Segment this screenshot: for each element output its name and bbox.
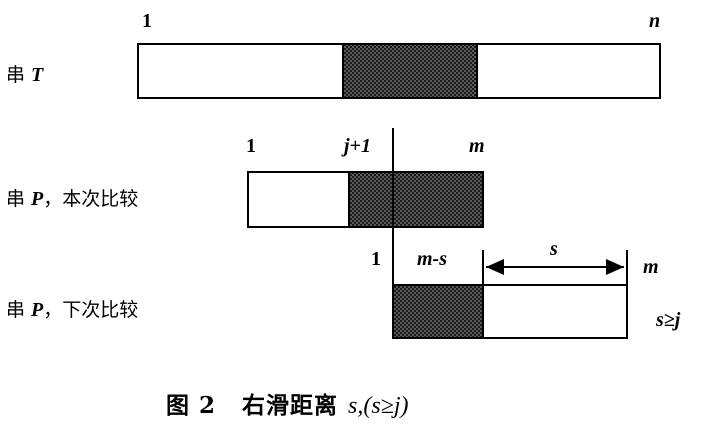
caption-title: 右滑距离: [242, 392, 338, 419]
label-P-next-prefix: 串: [6, 299, 25, 321]
string-T-matched-segment: [342, 43, 478, 99]
string-Pnext-right-segment: [482, 284, 628, 339]
marker-Pnext-shift: s: [549, 238, 558, 260]
condition-label: s≥j: [655, 309, 681, 331]
caption-formula: s,(s≥j): [348, 393, 409, 419]
label-P-current-prefix: 串: [6, 188, 25, 210]
marker-T-end: n: [649, 10, 660, 32]
marker-T-start: 1: [142, 10, 152, 32]
string-Pcur-matched-segment: [348, 171, 484, 228]
figure-caption: 图 2 右滑距离 s,(s≥j): [166, 392, 409, 419]
marker-Pcur-start: 1: [246, 135, 256, 157]
marker-Pnext-split: m-s: [417, 248, 447, 270]
marker-Pcur-end: m: [469, 135, 485, 157]
caption-figure: 图 2: [166, 392, 216, 419]
marker-Pnext-start: 1: [371, 248, 381, 270]
label-P-current-suffix: ，本次比较: [43, 188, 138, 210]
string-Pcur-left-segment: [247, 171, 350, 228]
string-T-left-segment: [137, 43, 344, 99]
label-T-prefix: 串: [6, 64, 25, 86]
label-P-next-var: P: [30, 299, 44, 321]
marker-Pnext-end: m: [643, 256, 659, 278]
label-P-current-var: P: [30, 188, 44, 210]
string-Pnext-matched-segment: [392, 284, 484, 339]
string-T-right-segment: [476, 43, 661, 99]
label-P-next-suffix: ，下次比较: [43, 299, 138, 321]
label-T-var: T: [31, 64, 44, 86]
marker-Pcur-split: j+1: [341, 135, 371, 157]
